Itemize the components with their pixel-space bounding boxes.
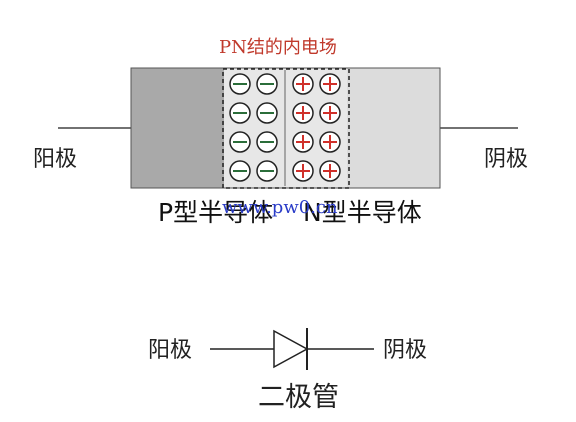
positive-ion <box>292 160 314 182</box>
p-region-label: P型半导体 <box>158 198 274 227</box>
anode-label: 阳极 <box>33 147 78 172</box>
diode-anode-label: 阳极 <box>148 338 193 363</box>
positive-ion <box>292 131 314 153</box>
diode-triangle <box>273 329 309 369</box>
watermark: www.pw0.cn <box>222 197 338 218</box>
negative-ion-group <box>229 73 278 182</box>
negative-ion <box>256 131 278 153</box>
negative-ion <box>256 160 278 182</box>
diagram-title: PN结的内电场 <box>219 37 337 58</box>
cathode-label: 阴极 <box>484 147 529 172</box>
positive-ion <box>319 160 341 182</box>
positive-ion <box>292 73 314 95</box>
positive-ion-group <box>292 73 341 182</box>
negative-ion <box>256 102 278 124</box>
negative-ion <box>256 73 278 95</box>
positive-ion <box>292 102 314 124</box>
positive-ion <box>319 131 341 153</box>
depletion-boundary <box>222 68 350 189</box>
n-region <box>347 68 440 188</box>
negative-ion <box>229 131 251 153</box>
p-region <box>131 68 224 188</box>
negative-ion <box>229 160 251 182</box>
negative-ion <box>229 102 251 124</box>
diode-cathode-label: 阴极 <box>383 338 428 363</box>
positive-ion <box>319 73 341 95</box>
negative-ion <box>229 73 251 95</box>
diode-caption: 二极管 <box>258 382 339 413</box>
n-region-label: N型半导体 <box>303 198 422 227</box>
positive-ion <box>319 102 341 124</box>
